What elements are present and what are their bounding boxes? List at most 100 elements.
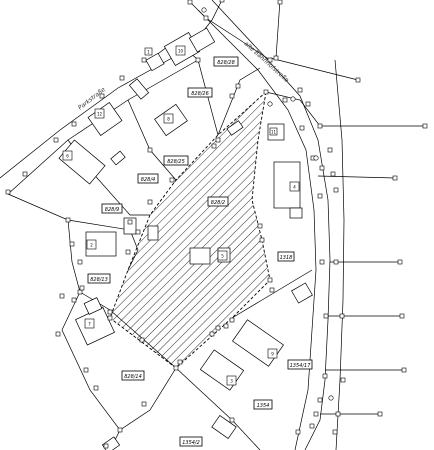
parcel-label-828-26[interactable]: 828/26 [187,87,213,98]
svg-text:828/14: 828/14 [124,374,142,380]
building-24[interactable] [101,436,121,450]
boundary-marker-42 [229,317,235,323]
parcel-label-1318[interactable]: 1318 [277,251,295,262]
boundary-marker-5 [273,55,279,61]
boundary-marker-75 [135,229,141,235]
svg-text:1: 1 [147,50,150,55]
boundary-marker-56 [117,427,123,433]
parcel-label-828-14[interactable]: 828/14 [121,370,145,381]
boundary-h [231,269,313,319]
parcel-label-1354[interactable]: 1354 [253,399,273,410]
building-7[interactable] [58,139,106,185]
svg-text:828/2: 828/2 [211,200,225,206]
building-8[interactable] [110,150,126,166]
boundary-marker-24 [267,277,273,283]
boundary-marker-73 [147,199,153,205]
boundary-e [67,219,139,271]
boundary-marker-57 [103,443,109,449]
boundary-marker-47 [173,365,179,371]
boundary-marker-30 [339,313,345,319]
building-2[interactable] [188,27,216,53]
svg-text:828/25: 828/25 [167,159,185,165]
boundary-marker-65 [141,57,147,63]
boundary-marker-59 [229,417,235,423]
boundary-marker-46 [177,359,183,365]
boundary-marker-37 [335,411,341,417]
boundary-q [217,67,261,136]
svg-text:12: 12 [97,112,103,117]
building-10[interactable] [273,161,301,209]
boundary-marker-6 [267,57,273,63]
house-number-8: 7 [84,318,95,329]
svg-text:828/13: 828/13 [90,277,108,283]
boundary-marker-50 [77,289,83,295]
boundary-marker-70 [211,143,217,149]
building-5[interactable] [128,78,150,100]
boundary-marker-2 [203,15,209,21]
boundary-marker-60 [22,171,28,177]
svg-text:828/9: 828/9 [105,207,119,213]
svg-text:1354: 1354 [257,403,270,409]
boundary-marker-36 [313,411,319,417]
boundary-marker-45 [209,331,215,337]
boundary-marker-7 [355,77,361,83]
boundary-marker-34 [401,367,407,373]
house-number-7: 5 [217,250,228,261]
svg-text:8: 8 [167,117,170,122]
building-13[interactable] [123,217,137,235]
boundary-marker-27 [333,259,339,265]
boundary-marker-44 [215,325,221,331]
boundary-marker-82 [5,189,11,195]
parcel-label-1354-2[interactable]: 1354/2 [179,436,203,447]
svg-text:10: 10 [178,49,184,54]
svg-text:2: 2 [90,243,93,248]
building-11[interactable] [289,207,303,219]
boundary-marker-8 [263,89,269,95]
parcel-label-828-9[interactable]: 828/9 [101,203,123,214]
parcel-label-828-25[interactable]: 828/25 [163,155,189,166]
house-number-1: 10 [175,45,186,56]
svg-text:1354/17: 1354/17 [290,363,312,369]
building-14[interactable] [147,225,159,241]
parcel-label-828-13[interactable]: 828/13 [87,273,111,284]
building-19[interactable] [291,282,313,304]
boundary-o [269,57,359,81]
building-20[interactable] [232,319,284,367]
parcel-label-828-28[interactable]: 828/28 [213,56,239,67]
boundary-marker-74 [127,219,133,225]
boundary-marker-49 [107,309,113,315]
building-15[interactable] [189,247,211,265]
boundary-marker-25 [269,287,275,293]
house-number-10: 3 [226,375,237,386]
building-23[interactable] [226,120,244,136]
building-3[interactable] [145,52,165,72]
survey-point-1 [201,7,207,13]
survey-point-4 [328,395,334,401]
boundary-marker-38 [377,411,383,417]
svg-text:828/4: 828/4 [141,177,155,183]
building-18[interactable] [83,297,103,315]
house-number-3: 8 [163,113,174,124]
boundary-marker-63 [99,93,105,99]
boundary-j [317,175,396,179]
boundary-marker-80 [125,249,131,255]
parcel-label-1354-17[interactable]: 1354/17 [287,359,313,370]
boundary-marker-54 [83,367,89,373]
boundary-marker-81 [107,315,113,321]
building-22[interactable] [211,415,237,439]
parcel-label-828-2[interactable]: 828/2 [207,196,229,207]
boundary-marker-35 [317,397,323,403]
boundary-marker-3 [219,0,225,3]
boundary-i [265,91,425,127]
boundary-marker-29 [323,313,329,319]
boundary-marker-28 [397,259,403,265]
parcel-label-828-4[interactable]: 828/4 [137,173,159,184]
building-21[interactable] [199,349,245,391]
survey-point-3 [313,155,319,161]
boundary-marker-71 [147,147,153,153]
house-number-11: 1 [144,47,153,56]
boundary-marker-52 [71,297,77,303]
svg-text:11: 11 [271,130,277,135]
boundary-marker-48 [139,337,145,343]
